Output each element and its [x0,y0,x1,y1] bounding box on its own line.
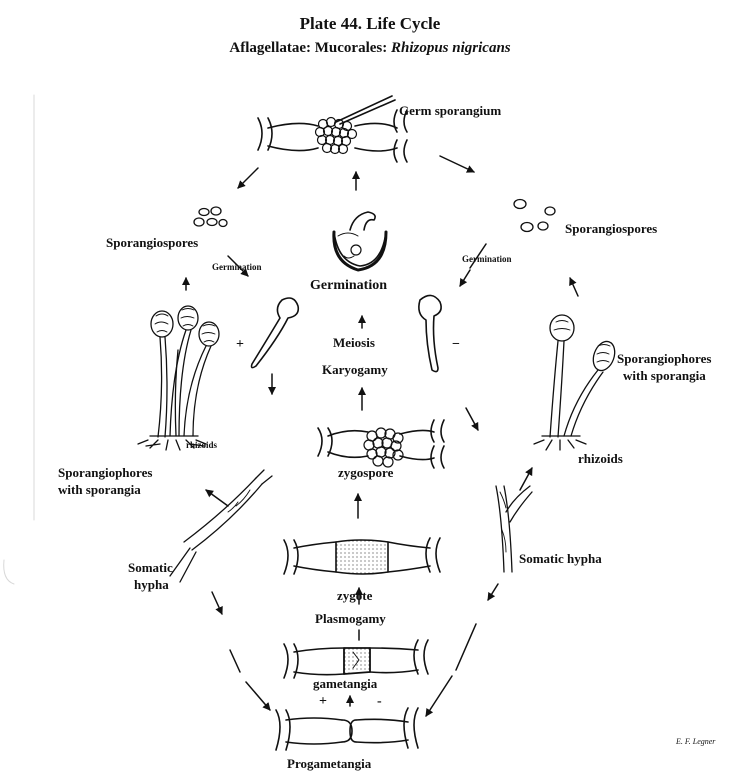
germ-tube-plus-drawing [252,298,299,368]
label-rhizoids-right: rhizoids [578,452,623,467]
germinating-zygospore-drawing [334,212,386,270]
zygote-drawing [284,538,440,574]
label-meiosis: Meiosis [333,336,375,351]
progametangia-drawing [276,708,418,750]
label-sporangiophores-right-1: Sporangiophores [617,352,711,367]
label-gametangia: gametangia [313,677,377,692]
sporangiophores-right-drawing [534,315,619,450]
label-sporangiophores-left-1: Sporangiophores [58,466,152,481]
gametangia-drawing [284,640,428,678]
label-germination-small-left: Germination [212,262,262,272]
scan-artifact [4,95,34,584]
label-somatic-hypha-right: Somatic hypha [519,552,602,567]
label-plus-top: + [236,337,244,353]
label-germ-sporangium: Germ sporangium [399,104,501,119]
label-germination-center: Germination [310,278,387,294]
label-plus-bottom: + [319,694,327,710]
label-sporangiospores-right: Sporangiospores [565,222,657,237]
sporangiophores-left-drawing [138,306,219,450]
label-plasmogamy: Plasmogamy [315,612,386,627]
label-rhizoids-left: rhizoids [186,440,217,450]
label-germination-small-right: Germination [462,254,512,264]
label-karyogamy: Karyogamy [322,363,388,378]
label-minus-bottom: - [377,694,382,710]
label-somatic-left-2: hypha [134,578,169,593]
sporangiospores-left-drawing [194,207,227,227]
sporangiospores-right-drawing [514,200,555,232]
taxonomy-prefix: Aflagellatae: Mucorales: [229,40,391,56]
label-zygote: zygote [337,589,372,604]
label-sporangiophores-left-2: with sporangia [58,483,141,498]
plate-subtitle: Aflagellatae: Mucorales: Rhizopus nigric… [0,40,740,57]
author-credit: E. F. Legner [676,737,715,746]
germ-tube-minus-drawing [419,295,441,371]
somatic-hypha-left-drawing [170,470,272,582]
label-sporangiophores-right-2: with sporangia [623,369,706,384]
plate-title: Plate 44. Life Cycle [0,14,740,34]
label-sporangiospores-left: Sporangiospores [106,236,198,251]
cycle-arrows [186,156,578,716]
label-zygospore: zygospore [338,466,393,481]
label-progametangia: Progametangia [287,757,371,772]
label-minus-top: − [452,337,460,353]
label-somatic-left-1: Somatic [128,561,173,576]
zygospore-drawing [318,420,444,468]
germ-sporangium-drawing [258,96,407,162]
species-name: Rhizopus nigricans [391,40,511,56]
